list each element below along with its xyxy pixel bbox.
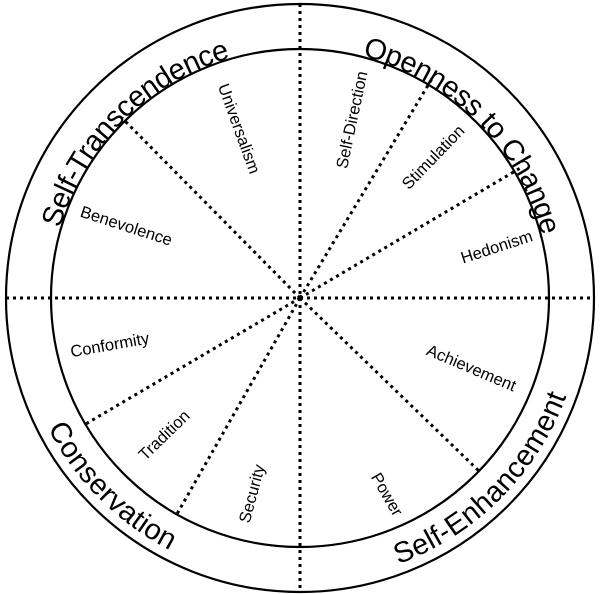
separator-self-direction-stimulation (298, 76, 435, 299)
separator-security-tradition (175, 297, 302, 515)
value-label-security: Security (236, 462, 269, 525)
value-label-power: Power (367, 470, 406, 520)
value-label-universalism: Universalism (214, 81, 263, 176)
separator-universalism-benevolence (120, 116, 302, 300)
value-label-hedonism: Hedonism (459, 227, 535, 267)
separator-stimulation-hedonism (299, 165, 523, 300)
value-label-conformity: Conformity (69, 329, 151, 361)
separator-tradition-conformity (83, 296, 301, 427)
quadrant-label-self-enhancement: Self-Enhancement (389, 387, 573, 571)
quadrant-label-self-transcendence: Self-Transcendence (36, 34, 233, 231)
value-label-self-direction: Self-Direction (333, 70, 371, 171)
value-label-stimulation: Stimulation (399, 122, 469, 193)
separator-achievement-power (298, 296, 482, 474)
value-separators (83, 76, 523, 515)
value-label-achievement: Achievement (424, 341, 519, 395)
value-label-tradition: Tradition (135, 407, 193, 464)
value-label-benevolence: Benevolence (78, 203, 174, 250)
